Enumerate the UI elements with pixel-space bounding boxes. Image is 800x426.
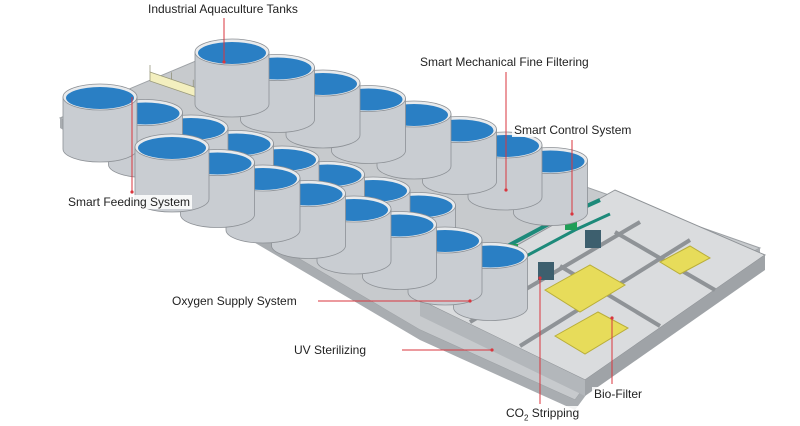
pump-unit [585,230,601,248]
tank [62,83,138,163]
leader-lines [130,18,614,404]
label-oxygen: Oxygen Supply System [170,294,299,308]
label-tanks: Industrial Aquaculture Tanks [146,2,300,16]
leader-dot [490,348,494,352]
co2-suffix: Stripping [528,406,580,420]
biofilter-media [554,311,630,355]
label-biofilter: Bio-Filter [592,387,645,401]
label-uv: UV Sterilizing [292,343,369,357]
label-co2: CO2 Stripping [504,406,582,423]
label-feeding: Smart Feeding System [66,195,193,209]
leader-dot [570,212,574,216]
leader-dot [538,276,542,280]
tank [194,38,270,118]
equipment-building [418,189,767,396]
biofilter-media [544,264,626,313]
tank-array [62,38,588,321]
leader-dot [222,60,226,64]
leader-dot [468,299,472,303]
tank-water [66,87,134,109]
co2-subscript: 2 [524,413,529,423]
leader-dot [130,190,134,194]
tank-water [138,137,206,159]
pump-unit [538,262,554,280]
tank-wall [194,51,270,118]
label-control: Smart Control System [512,123,634,137]
building-wall-right [585,255,765,396]
building-wall-front [420,300,585,396]
leader-dot [504,188,508,192]
label-mech-filter: Smart Mechanical Fine Filtering [418,55,591,69]
leader-dot [610,316,614,320]
co2-prefix: CO [506,406,524,420]
tank-water [198,42,266,64]
biofilter-media [658,245,712,275]
